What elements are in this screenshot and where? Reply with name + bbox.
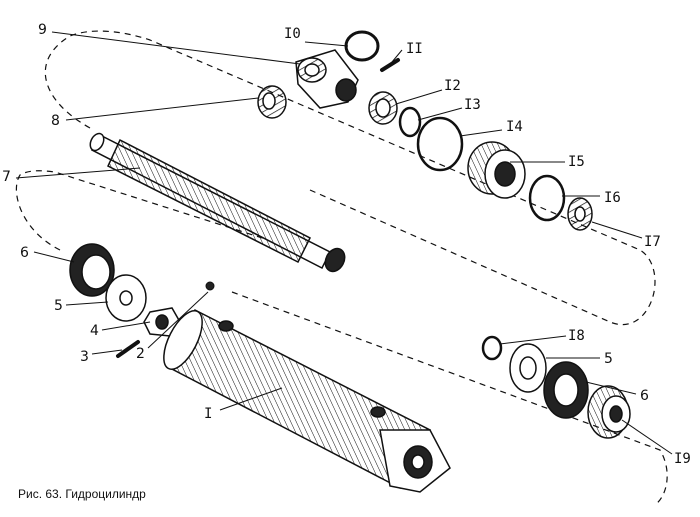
label-part-3: 3 (80, 349, 89, 365)
label-part-8: 8 (51, 113, 60, 129)
label-part-4: 4 (90, 323, 99, 339)
label-part-18: I8 (568, 328, 585, 344)
figure-caption: Рис. 63. Гидроцилиндр (18, 487, 146, 501)
part-labels: 9 8 7 6 5 4 3 2 I I0 II I2 I3 I4 I5 I6 I… (2, 22, 691, 467)
retaining-ring (416, 116, 464, 172)
piston (467, 141, 526, 199)
washer-left (105, 274, 147, 322)
seal-ring (368, 91, 398, 125)
label-part-14: I4 (506, 119, 523, 135)
label-part-12: I2 (444, 78, 461, 94)
guide-line-lower (15, 170, 668, 506)
label-part-5-right: 5 (604, 351, 613, 367)
lock-pin (380, 58, 400, 72)
label-part-6-left: 6 (20, 245, 29, 261)
label-part-19: I9 (674, 451, 691, 467)
label-part-15: I5 (568, 154, 585, 170)
cylinder-body (163, 308, 451, 493)
label-part-11: II (406, 41, 423, 57)
o-ring-piston (528, 174, 566, 222)
label-part-1: I (204, 406, 212, 422)
rod-seal-right (543, 361, 589, 419)
gland-nut (587, 385, 631, 439)
piston-rod (89, 132, 346, 273)
washer-right (509, 343, 547, 393)
label-part-13: I3 (464, 97, 481, 113)
grease-fitting (205, 281, 215, 291)
leader-lines (15, 31, 673, 455)
assembly-guide-lines (15, 30, 668, 506)
rod-end-eye (295, 49, 359, 109)
o-ring-small (398, 106, 422, 138)
label-part-5-left: 5 (54, 298, 63, 314)
label-part-7: 7 (2, 169, 11, 185)
label-part-2: 2 (136, 346, 145, 362)
piston-nut (567, 197, 593, 231)
o-ring-gland (481, 335, 503, 361)
circlip-ring (344, 30, 380, 62)
guide-line-upper (44, 30, 656, 326)
rod-seal-left (69, 243, 115, 297)
bushing (257, 85, 287, 119)
cotter-pin (116, 340, 140, 358)
label-part-16: I6 (604, 190, 621, 206)
label-part-17: I7 (644, 234, 661, 250)
label-part-9: 9 (38, 22, 47, 38)
label-part-6-right: 6 (640, 388, 649, 404)
label-part-10: I0 (284, 26, 301, 42)
